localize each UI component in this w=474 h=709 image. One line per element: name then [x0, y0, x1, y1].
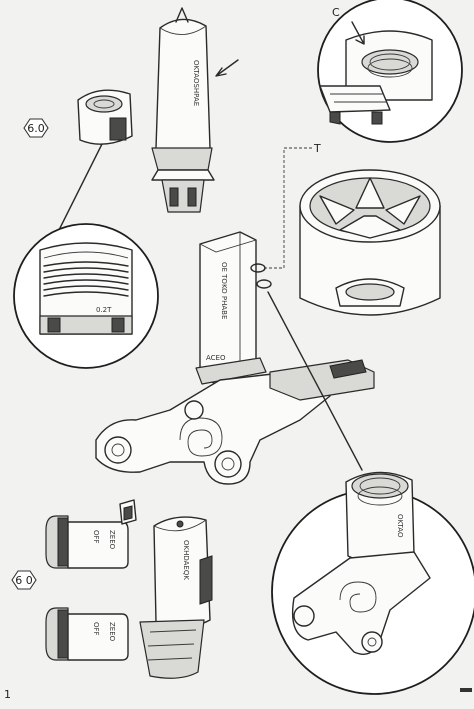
pointer-arrow — [215, 59, 239, 77]
o-rings — [250, 263, 272, 289]
leader-right — [267, 291, 363, 471]
badge-top: 6.0 — [23, 118, 49, 138]
adapter-bottom-engraving: OFF — [92, 622, 100, 636]
reference-t: T — [264, 142, 321, 269]
side-ref-label: T — [313, 142, 321, 155]
adapter-top-engraving-2: ZEEO — [108, 530, 116, 550]
adapter-bottom: OFF ZEEO — [45, 607, 129, 661]
base-plate — [95, 359, 375, 485]
bushing-engraving: OKTAO — [396, 514, 404, 538]
corner-mark — [460, 688, 472, 692]
base-plate-engraving: ACEO — [206, 354, 226, 362]
cup-container — [299, 169, 441, 316]
callout-top-right: C — [317, 0, 463, 143]
top-ref-label: C — [332, 6, 340, 19]
small-clip — [119, 499, 137, 525]
handle-center-engraving: OE TOKO PHABE — [220, 262, 228, 319]
adapter-top-engraving: OFF — [92, 530, 100, 544]
callout-left: 0.2T — [13, 223, 159, 369]
spring-coils — [43, 261, 129, 297]
handle-top-engraving: OKTAOSHPAE — [192, 60, 200, 106]
top-handle-assembly: OKTAOSHPAE — [151, 7, 215, 213]
ring-collar-part — [77, 89, 133, 145]
badge-bottom-label: 6 0 — [15, 574, 33, 587]
callout-bottom-right: OKTAO — [271, 471, 474, 695]
bottom-handle: OKHDAEQK — [139, 516, 213, 679]
handle-bottom-engraving: OKHDAEQK — [182, 540, 190, 580]
figure-number: 1 — [4, 688, 11, 701]
adapter-top: OFF ZEEO — [45, 515, 129, 569]
badge-bottom: 6 0 — [11, 570, 37, 590]
leader-left — [57, 143, 103, 233]
adapter-bottom-engraving-2: ZEEO — [108, 622, 116, 642]
center-handle: OE TOKO PHABE ACEO — [195, 231, 267, 385]
badge-top-label: 6.0 — [27, 122, 45, 135]
detail-gauge-label: 0.2T — [96, 306, 112, 314]
